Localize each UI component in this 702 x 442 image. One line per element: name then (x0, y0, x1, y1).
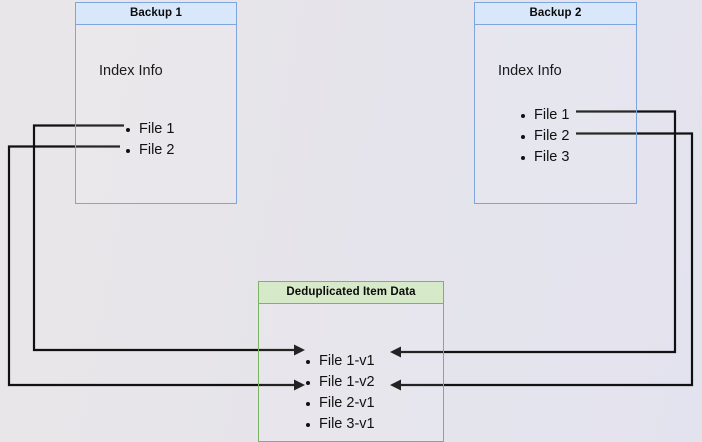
list-item: File 2 (519, 126, 569, 147)
node-backup-2[interactable]: Backup 2 Index Info File 1 File 2 File 3 (474, 2, 637, 204)
backup-2-index-label: Index Info (498, 63, 562, 79)
node-backup-1-title: Backup 1 (76, 3, 236, 25)
list-item: File 1 (124, 119, 174, 140)
node-backup-2-title: Backup 2 (475, 3, 636, 25)
list-item: File 2 (124, 140, 174, 161)
backup-1-index-label: Index Info (99, 63, 163, 79)
list-item: File 1-v1 (304, 351, 375, 372)
backup-1-file-list: File 1 File 2 (124, 119, 174, 161)
node-deduplicated-item-data[interactable]: Deduplicated Item Data File 1-v1 File 1-… (258, 281, 444, 442)
dedup-item-list: File 1-v1 File 1-v2 File 2-v1 File 3-v1 (304, 351, 375, 435)
list-item: File 3 (519, 147, 569, 168)
node-backup-2-body: Index Info File 1 File 2 File 3 (475, 25, 636, 203)
backup-2-file-list: File 1 File 2 File 3 (519, 105, 569, 168)
node-dedup-title: Deduplicated Item Data (259, 282, 443, 304)
node-backup-1[interactable]: Backup 1 Index Info File 1 File 2 (75, 2, 237, 204)
node-backup-1-body: Index Info File 1 File 2 (76, 25, 236, 203)
node-dedup-body: File 1-v1 File 1-v2 File 2-v1 File 3-v1 (259, 304, 443, 441)
list-item: File 3-v1 (304, 414, 375, 435)
list-item: File 1 (519, 105, 569, 126)
list-item: File 1-v2 (304, 372, 375, 393)
list-item: File 2-v1 (304, 393, 375, 414)
